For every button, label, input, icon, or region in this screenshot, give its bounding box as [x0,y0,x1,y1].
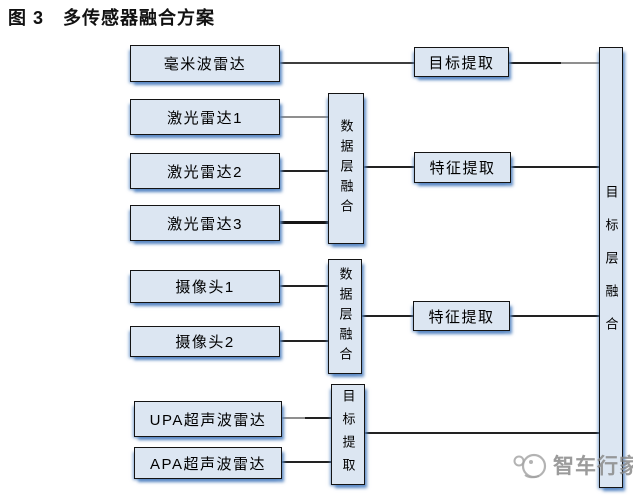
connector-target-extraction-to-fusion-dark [508,62,562,64]
connector-feature-extraction1-to-target-fusion [510,166,599,168]
watermark: 智车行家 [512,450,633,480]
connector-data-fusion1-to-feature-extraction1 [363,166,415,168]
node-data-layer-fusion-1: 数据层融合 [328,93,364,244]
connector-data-fusion2-to-feature-extraction2 [361,315,414,317]
node-feature-extraction-2-label: 特征提取 [428,308,495,326]
watermark-text: 智车行家 [553,455,633,478]
node-apa-ultrasonic-radar-label: APA超声波雷达 [150,455,266,473]
node-mmwave-radar-label: 毫米波雷达 [163,56,247,73]
node-lidar-2-label: 激光雷达2 [167,163,243,181]
connector-upa-to-target-extraction-gray [282,417,306,419]
node-camera-2: 摄像头2 [130,326,280,357]
connector-camera1-to-data-fusion [280,285,329,287]
node-data-layer-fusion-2-label: 数据层融合 [337,266,353,367]
connector-target-extraction-bottom-to-target-fusion [364,432,599,434]
node-apa-ultrasonic-radar: APA超声波雷达 [134,447,282,479]
node-target-layer-fusion: 目标层融合 [599,47,623,488]
node-target-layer-fusion-label: 目标层融合 [603,185,619,350]
connector-camera2-to-data-fusion [280,340,329,342]
node-mmwave-radar: 毫米波雷达 [130,45,280,82]
connector-lidar1-to-data-fusion [280,116,329,118]
figure-title: 图 3 多传感器融合方案 [8,8,216,28]
connector-lidar3-to-data-fusion [280,221,329,224]
connector-apa-to-target-extraction [282,461,332,463]
connector-feature-extraction2-to-target-fusion [509,315,599,317]
node-lidar-3-label: 激光雷达3 [167,215,243,233]
node-feature-extraction-1: 特征提取 [414,152,511,183]
node-lidar-3: 激光雷达3 [130,205,280,241]
node-target-extraction-top-label: 目标提取 [428,54,495,72]
watermark-logo-icon [513,453,547,479]
connector-target-extraction-to-fusion-gray [561,62,599,64]
node-lidar-1-label: 激光雷达1 [167,109,243,127]
connector-mmwave-to-target-extraction [280,62,414,64]
node-upa-ultrasonic-radar-label: UPA超声波雷达 [149,411,267,429]
node-target-extraction-top: 目标提取 [414,47,509,77]
node-data-layer-fusion-1-label: 数据层融合 [338,118,354,219]
connector-lidar2-to-data-fusion [280,170,329,172]
node-upa-ultrasonic-radar: UPA超声波雷达 [134,401,282,437]
node-feature-extraction-2: 特征提取 [413,301,510,331]
node-target-extraction-bottom: 目标提取 [331,384,365,485]
node-lidar-2: 激光雷达2 [130,153,280,189]
node-camera-2-label: 摄像头2 [175,334,235,351]
node-camera-1-label: 摄像头1 [175,279,235,296]
node-camera-1: 摄像头1 [130,270,280,303]
node-feature-extraction-1-label: 特征提取 [429,160,496,177]
connector-upa-to-target-extraction-dark [305,417,332,419]
node-target-extraction-bottom-label: 目标提取 [340,388,356,481]
node-lidar-1: 激光雷达1 [130,99,280,135]
node-data-layer-fusion-2: 数据层融合 [328,259,362,374]
